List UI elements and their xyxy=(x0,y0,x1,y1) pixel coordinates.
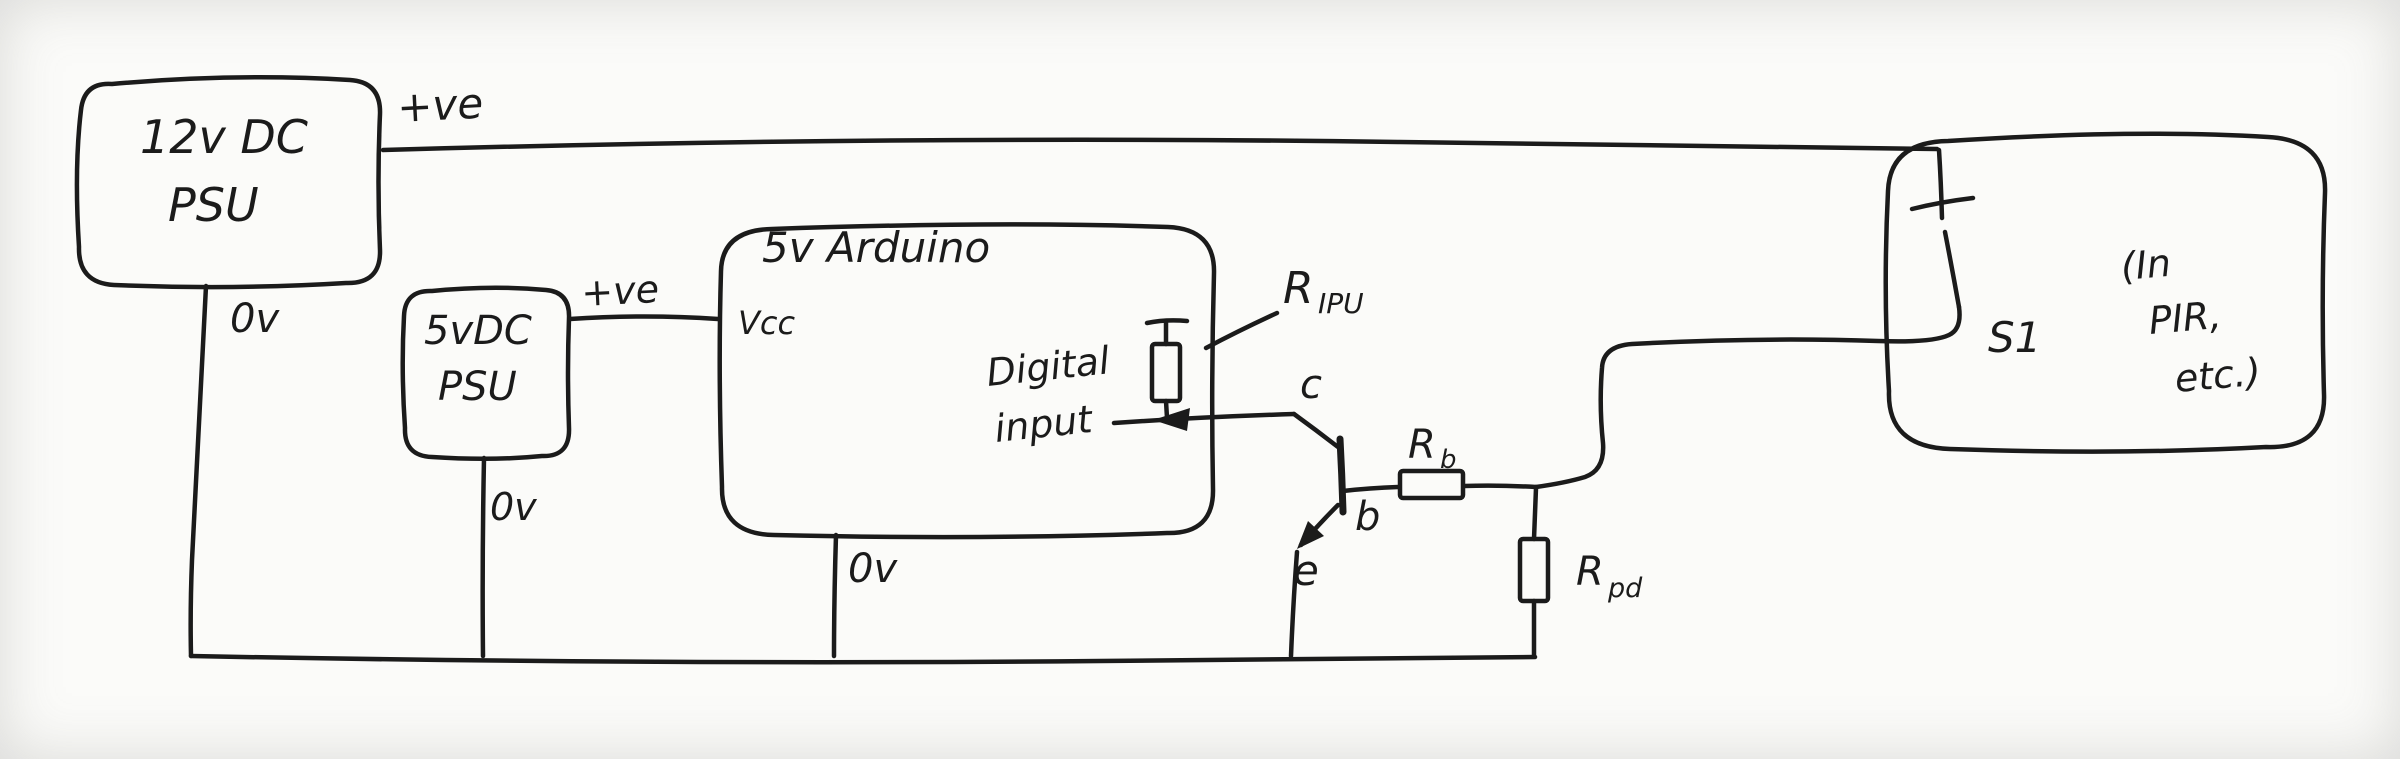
signal-arrow-left-icon xyxy=(1153,408,1190,431)
rpd-label-symbol: R xyxy=(1576,549,1604,595)
wire-psu12-ground xyxy=(188,283,209,659)
ripu-label-subscript: IPU xyxy=(1318,287,1364,320)
arduino-title: 5v Arduino xyxy=(762,223,990,272)
arduino-vcc-label: Vcc xyxy=(738,304,795,342)
switch-note-line3: etc.) xyxy=(2173,350,2263,401)
ripu-pointer-line xyxy=(1203,310,1280,351)
transistor-base-label: b xyxy=(1355,494,1380,540)
digital-input-line xyxy=(1111,411,1297,426)
psu12-positive-label: +ve xyxy=(396,79,484,132)
resistor-internal-pullup: R IPU xyxy=(1144,263,1364,421)
wire-rb-to-junction xyxy=(1461,483,1539,490)
switch-top-terminal xyxy=(1936,147,1945,221)
transistor-collector-line xyxy=(1291,411,1341,450)
psu5-title-line1: 5vDC xyxy=(424,308,532,354)
psu5-ground-label: 0v xyxy=(490,485,537,529)
resistor-pulldown: R pd xyxy=(1517,536,1643,604)
psu12-box xyxy=(74,75,383,290)
switch-crossbar xyxy=(1909,195,1976,212)
switch-note-line1: (In xyxy=(2119,241,2173,289)
wire-ground-rail-bottom xyxy=(188,653,1538,665)
psu5-block: 5vDC PSU xyxy=(400,285,572,462)
ripu-label-symbol: R xyxy=(1283,263,1314,314)
transistor: c b e xyxy=(1291,362,1402,595)
psu12-title-line2: PSU xyxy=(168,178,259,232)
arduino-ground-label: 0v xyxy=(848,546,898,592)
switch-box xyxy=(1883,131,2328,454)
psu5-positive-label: +ve xyxy=(580,267,660,315)
wire-psu5-ground xyxy=(480,455,487,659)
emitter-arrow-icon xyxy=(1297,521,1324,549)
transistor-collector-label: c xyxy=(1300,362,1322,408)
wire-emitter-to-ground xyxy=(1288,549,1300,659)
wire-psu5-positive xyxy=(567,314,721,322)
rb-label-symbol: R xyxy=(1408,422,1436,468)
ripu-body xyxy=(1149,341,1183,404)
transistor-base-bar xyxy=(1336,435,1347,516)
wire-junction-to-rpd xyxy=(1531,485,1539,542)
arduino-block: 5v Arduino Vcc Digital input xyxy=(717,222,1217,540)
transistor-emitter-label: e xyxy=(1293,546,1319,595)
psu12-block: 12v DC PSU xyxy=(74,75,383,290)
transistor-base-line xyxy=(1340,484,1402,494)
arduino-digital-label-line2: input xyxy=(992,397,1096,451)
ripu-bottom-lead xyxy=(1163,398,1170,421)
psu5-title-line2: PSU xyxy=(438,364,517,410)
rpd-body xyxy=(1517,536,1551,604)
psu5-box xyxy=(400,285,572,462)
switch-block: S1 (In PIR, etc.) xyxy=(1883,131,2328,454)
switch-blade xyxy=(1942,229,1962,310)
switch-label: S1 xyxy=(1988,313,2041,362)
wire-positive-rail-top xyxy=(380,137,1940,153)
resistor-base: R b xyxy=(1397,422,1466,501)
arduino-digital-label-line1: Digital xyxy=(984,338,1112,395)
rb-body xyxy=(1397,468,1466,501)
rb-label-subscript: b xyxy=(1440,445,1457,475)
wire-arduino-ground xyxy=(831,532,839,659)
switch-note-line2: PIR, xyxy=(2147,293,2223,343)
wire-junction-to-switch xyxy=(1533,304,1962,490)
psu12-ground-label: 0v xyxy=(230,296,280,342)
rpd-label-subscript: pd xyxy=(1607,573,1643,604)
psu12-title-line1: 12v DC xyxy=(140,110,308,164)
arduino-box xyxy=(717,222,1217,540)
